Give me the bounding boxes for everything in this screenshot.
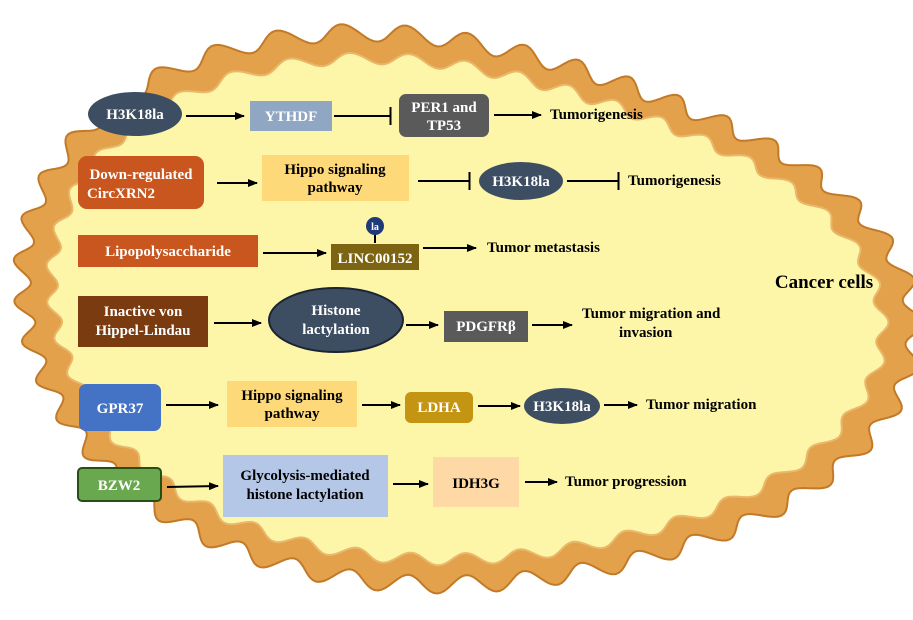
pathway-row-5: GPR37 Hippo signaling pathway LDHA H3K18… <box>79 381 757 431</box>
node-linc00152 <box>331 244 419 270</box>
node-tp53-label: TP53 <box>427 118 461 134</box>
arrow <box>166 482 219 491</box>
node-hippo-line2: pathway <box>307 180 363 196</box>
node-glycolysis-line2: histone lactylation <box>246 487 364 503</box>
node-glycolysis-line1: Glycolysis-mediated <box>240 468 370 484</box>
outcome-tumorigenesis: Tumorigenesis <box>628 173 721 189</box>
node-histone-lactylation <box>268 287 404 353</box>
outcome-tumor-metastasis: Tumor metastasis <box>487 240 600 256</box>
lactylation-badge-label: la <box>371 222 379 233</box>
node-hippo-line2: pathway <box>264 406 320 422</box>
node-circxrn2-line2: CircXRN2 <box>87 186 155 202</box>
node-pdgfrb <box>444 311 528 342</box>
outcome-tumor-migration: Tumor migration <box>646 397 757 413</box>
node-bzw2-label: BZW2 <box>98 478 141 494</box>
node-ldha <box>405 392 473 423</box>
node-idh3g <box>433 457 519 507</box>
pathway-row-2: Down-regulated CircXRN2 Hippo signaling … <box>78 155 721 209</box>
node-glycolysis-lactylation <box>223 455 388 517</box>
node-ythdf <box>250 101 332 131</box>
node-pdgfrb-label: PDGFRβ <box>456 319 516 335</box>
node-lipopolysaccharide <box>78 235 258 267</box>
node-vhl-line1: Inactive von <box>104 304 183 320</box>
outcome-migration-invasion-line2: invasion <box>619 325 673 341</box>
node-vhl-line2: Hippel-Lindau <box>95 323 190 339</box>
node-hippo-line1: Hippo signaling <box>241 388 343 404</box>
cell-label: Cancer cells <box>775 272 873 293</box>
pathway-row-1: H3K18la YTHDF PER1 and TP53 Tumorigenesi… <box>88 92 643 137</box>
node-vhl <box>78 296 208 347</box>
node-hippo-pathway <box>262 155 409 201</box>
node-h3k18la-label: H3K18la <box>106 107 164 123</box>
node-hippo-line1: Hippo signaling <box>284 162 386 178</box>
node-per1-tp53 <box>399 94 489 137</box>
node-h3k18la-label: H3K18la <box>533 399 591 415</box>
node-circxrn2-line1: Down-regulated <box>89 167 193 183</box>
node-gpr37-label: GPR37 <box>97 401 144 417</box>
lactylation-badge-icon <box>366 217 384 235</box>
node-h3k18la <box>479 162 563 200</box>
membrane-highlight <box>636 66 884 204</box>
node-per1-label: PER1 and <box>411 100 477 116</box>
node-bzw2 <box>77 467 162 502</box>
node-idh3g-label: IDH3G <box>452 476 500 492</box>
outcome-migration-invasion-line1: Tumor migration and <box>582 306 721 322</box>
node-circxrn2 <box>78 156 204 209</box>
node-lipopolysaccharide-label: Lipopolysaccharide <box>105 244 231 260</box>
node-histone-line1: Histone <box>311 303 361 319</box>
node-h3k18la <box>88 92 182 136</box>
pathway-row-3: Lipopolysaccharide la LINC00152 Tumor me… <box>78 217 600 270</box>
pathway-row-4: Inactive von Hippel-Lindau Histone lacty… <box>78 287 721 353</box>
pathway-row-6: BZW2 Glycolysis-mediated histone lactyla… <box>77 455 687 517</box>
outcome-tumor-progression: Tumor progression <box>565 474 687 490</box>
outcome-tumorigenesis: Tumorigenesis <box>550 107 643 123</box>
node-histone-line2: lactylation <box>302 322 370 338</box>
node-h3k18la-label: H3K18la <box>492 174 550 190</box>
node-h3k18la <box>524 388 600 424</box>
node-ythdf-label: YTHDF <box>265 109 318 125</box>
node-ldha-label: LDHA <box>417 400 461 416</box>
node-hippo-pathway <box>227 381 357 427</box>
node-gpr37 <box>79 384 161 431</box>
node-linc00152-label: LINC00152 <box>337 251 412 267</box>
